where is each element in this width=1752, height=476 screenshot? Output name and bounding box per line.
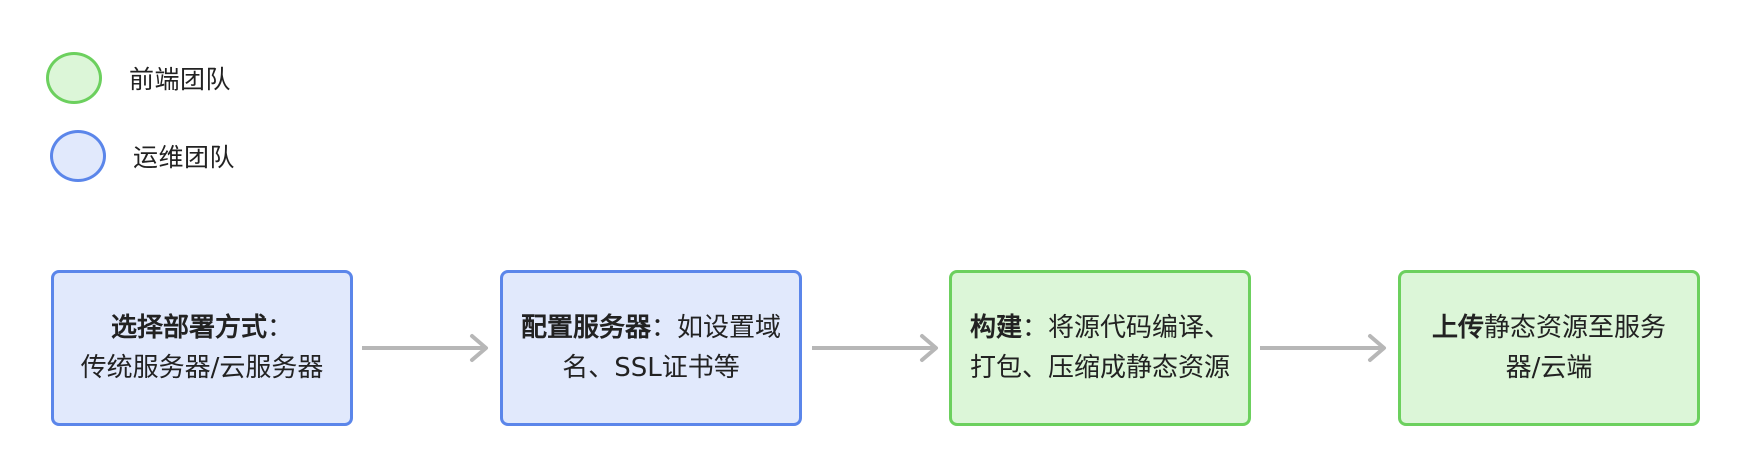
arrow-3 — [1260, 334, 1386, 362]
step-text: 构建：将源代码编译、 打包、压缩成静态资源 — [970, 308, 1230, 388]
step-separator: ： — [650, 313, 677, 343]
step-text: 配置服务器：如设置域 名、SSL证书等 — [521, 308, 781, 388]
step-text: 选择部署方式： 传统服务器/云服务器 — [81, 308, 324, 388]
arrow-2 — [812, 334, 938, 362]
step-separator: ： — [266, 313, 293, 343]
step-separator: ： — [1021, 313, 1048, 343]
legend-swatch-frontend — [46, 52, 102, 104]
legend-label-frontend: 前端团队 — [129, 65, 232, 94]
step-title: 选择部署方式 — [110, 313, 267, 343]
step-desc-line2: 传统服务器/云服务器 — [80, 353, 324, 383]
step-box-build: 构建：将源代码编译、 打包、压缩成静态资源 — [949, 270, 1251, 426]
step-desc-line1: 将源代码编译、 — [1048, 313, 1231, 343]
step-title: 构建 — [969, 313, 1022, 343]
legend-item-ops: 运维团队 — [50, 130, 235, 182]
step-text: 上传静态资源至服务 器/云端 — [1432, 308, 1666, 388]
step-desc-line1: 如设置域 — [677, 313, 782, 343]
step-desc-line2: 打包、压缩成静态资源 — [969, 353, 1230, 383]
step-title: 上传 — [1431, 313, 1484, 343]
step-title: 配置服务器 — [520, 313, 651, 343]
step-box-configure-server: 配置服务器：如设置域 名、SSL证书等 — [500, 270, 802, 426]
step-box-deploy-method: 选择部署方式： 传统服务器/云服务器 — [51, 270, 353, 426]
legend-label-ops: 运维团队 — [133, 143, 236, 172]
legend-item-frontend: 前端团队 — [46, 52, 231, 104]
step-desc-line2: 器/云端 — [1505, 353, 1593, 383]
step-box-upload: 上传静态资源至服务 器/云端 — [1398, 270, 1700, 426]
step-desc-line1: 静态资源至服务 — [1484, 313, 1667, 343]
legend-swatch-ops — [50, 130, 106, 182]
arrow-1 — [362, 334, 488, 362]
step-desc-line2: 名、SSL证书等 — [562, 353, 740, 383]
